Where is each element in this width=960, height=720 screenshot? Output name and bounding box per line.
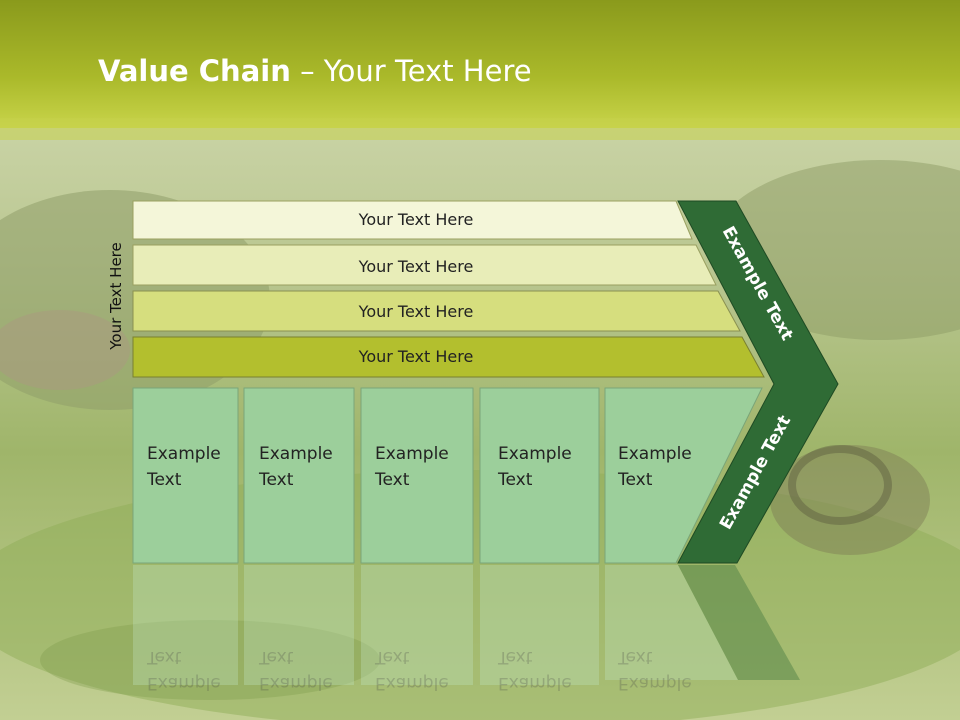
bar-4 [132,336,765,378]
reflected-label: Text [497,647,533,667]
bar-2-label: Your Text Here [358,257,474,276]
reflected-label: Text [258,647,294,667]
box-5-line1: Example [618,444,692,464]
reflected-label: Text [146,647,182,667]
box-2 [243,387,355,564]
box-2-line2: Text [258,470,294,490]
chevron-arrow [677,200,839,564]
box-1 [132,387,239,564]
bar-4-label: Your Text Here [358,347,474,366]
box-1-line2: Text [146,470,182,490]
box-4-line1: Example [498,444,572,464]
reflection [133,565,800,685]
bar-2 [132,244,717,286]
box-3-line1: Example [375,444,449,464]
box-4 [479,387,600,564]
reflected-label: Example [147,673,221,693]
reflected-label: Text [374,647,410,667]
box-5-line2: Text [617,470,653,490]
slide-title: Value Chain – Your Text Here [98,54,532,88]
title-bold: Value Chain [98,54,291,88]
bar-1 [132,200,693,240]
reflected-label: Example [259,673,333,693]
title-rest: – Your Text Here [290,54,532,88]
bar-1-label: Your Text Here [358,210,474,229]
reflected-label: Example [498,673,572,693]
box-3-line2: Text [374,470,410,490]
reflected-label: Example [618,673,692,693]
box-3 [360,387,474,564]
box-1-line1: Example [147,444,221,464]
reflection-labels: Example Text Example Text Example Text E… [146,647,692,693]
box-2-line1: Example [259,444,333,464]
bar-3-label: Your Text Here [358,302,474,321]
reflected-label: Text [617,647,653,667]
box-5 [604,387,763,564]
bar-3 [132,290,741,332]
reflected-label: Example [375,673,449,693]
box-4-line2: Text [497,470,533,490]
